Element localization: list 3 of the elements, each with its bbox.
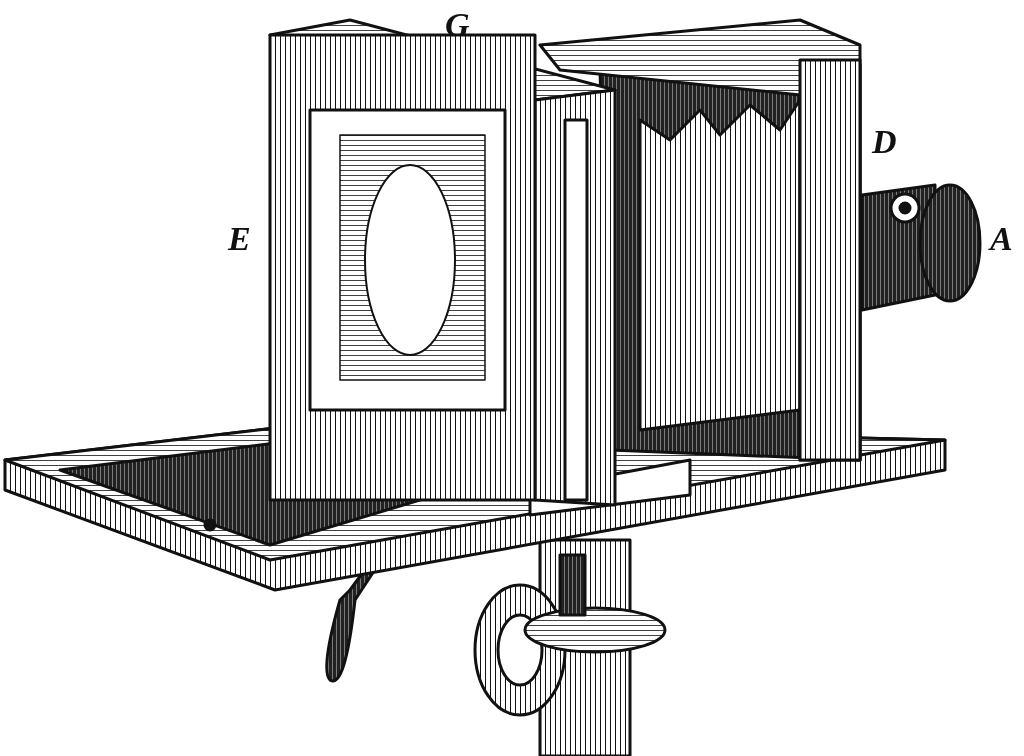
part-letter: E xyxy=(228,222,251,256)
part-letter: A xyxy=(990,222,1013,256)
part-letter: D xyxy=(872,125,897,159)
